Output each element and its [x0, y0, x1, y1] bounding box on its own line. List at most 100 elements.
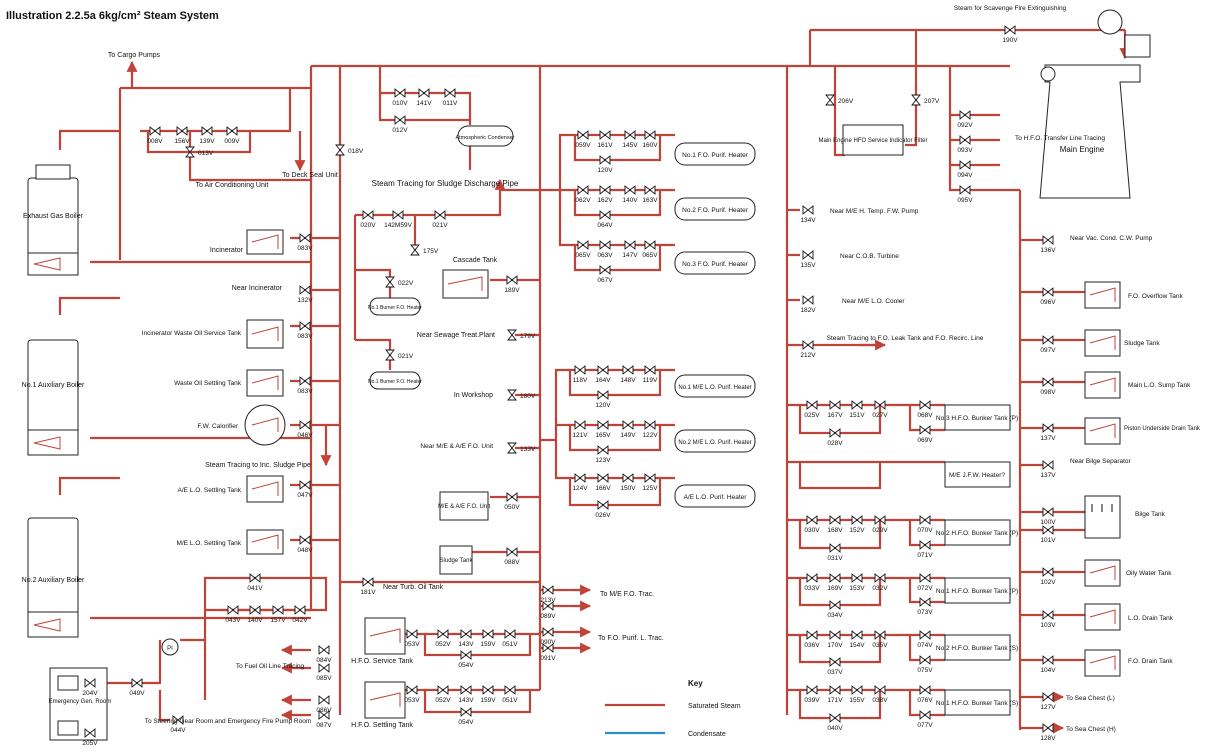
valve-label: 009V	[224, 138, 240, 145]
valve-v052a-icon	[437, 629, 449, 639]
note-near-vac-cond: Near Vac. Cond. C.W. Pump	[1070, 235, 1153, 242]
note-near-bilge-sep: Near Bilge Separator	[1070, 458, 1132, 465]
valve-label: 137V	[1040, 472, 1056, 479]
valve-v038-icon	[874, 685, 886, 695]
valve-label: 022V	[398, 280, 414, 287]
label-bunker-2p: No.2 H.F.O. Bunker Tank (P)	[936, 530, 1018, 537]
valve-v143a-icon	[460, 629, 472, 639]
valve-v121-icon	[574, 420, 586, 430]
valve-symbols	[84, 25, 1054, 738]
valve-label: 092V	[957, 122, 973, 129]
valve-label: 155V	[849, 697, 865, 704]
valve-v030-icon	[806, 515, 818, 525]
valve-v140a-icon	[624, 185, 636, 195]
valve-label: 040V	[827, 725, 843, 732]
valve-v013-icon	[185, 146, 195, 158]
note-near-turb-oil: Near Turb. Oil Tank	[383, 584, 444, 591]
valve-label: 035V	[872, 642, 888, 649]
valve-label: 204V	[82, 690, 98, 697]
valve-v189-icon	[506, 275, 518, 285]
valve-v154-icon	[851, 630, 863, 640]
valve-label: 029V	[872, 527, 888, 534]
valve-label: 121V	[572, 432, 588, 439]
valve-label: 064V	[597, 222, 613, 229]
valve-v169-icon	[829, 573, 841, 583]
valve-label: 119V	[643, 377, 658, 384]
label-fo-purif-2: No.2 F.O. Purif. Heater	[682, 207, 749, 214]
valve-label: 156V	[174, 138, 190, 145]
label-oily-water: Oily Water Tank	[1126, 570, 1172, 577]
valve-label: 021V	[398, 353, 414, 360]
valve-v068-icon	[919, 400, 931, 410]
valve-label: 042V	[292, 617, 308, 624]
valve-v167-icon	[829, 400, 841, 410]
legend-heading: Key	[688, 679, 703, 688]
valve-label: 088V	[504, 559, 520, 566]
valve-label: 124V	[572, 485, 588, 492]
valve-v163-icon	[644, 185, 656, 195]
label-hfo-settling-tank: H.F.O. Settling Tank	[351, 722, 413, 729]
label-inc-waste-oil: Incinerator Waste Oil Service Tank	[142, 330, 242, 337]
valve-v125-icon	[644, 473, 656, 483]
valve-v090-icon	[542, 627, 554, 637]
legend-label-condensate: Condensate	[688, 731, 726, 738]
valve-v132-icon	[299, 285, 311, 295]
valve-v089-icon	[542, 601, 554, 611]
valve-label: 140V	[622, 197, 638, 204]
valve-v067-icon	[599, 265, 611, 275]
label-fo-purif-3: No.3 F.O. Purif. Heater	[682, 261, 749, 268]
label-main-lo-sump: Main L.O. Sump Tank	[1128, 382, 1191, 389]
valve-label: 048V	[297, 547, 313, 554]
valve-label: 067V	[597, 277, 613, 284]
valve-v104-icon	[1042, 655, 1054, 665]
valve-label: 053V	[404, 697, 420, 704]
valve-v011-icon	[444, 88, 456, 98]
valve-v120b-icon	[597, 390, 609, 400]
valve-v031-icon	[829, 543, 841, 553]
valve-label: 161V	[597, 142, 613, 149]
valve-v043-icon	[227, 605, 239, 615]
note-to-fuel-oil-tracing: To Fuel Oil Line Tracing	[236, 663, 305, 670]
valve-v164-icon	[597, 365, 609, 375]
label-emergency-gen-room: Emergency Gen. Room	[49, 699, 112, 705]
label-fo-drain: F.O. Drain Tank	[1128, 658, 1173, 665]
valve-v022-icon	[385, 276, 395, 288]
valve-v124-icon	[574, 473, 586, 483]
valve-v157-icon	[272, 605, 284, 615]
valve-label: 091V	[540, 655, 556, 662]
valve-v077-icon	[919, 710, 931, 720]
label-aux-boiler-1: No.1 Auxiliary Boiler	[22, 382, 85, 389]
valve-label: 120V	[595, 402, 611, 409]
valve-label: 170V	[827, 642, 843, 649]
valve-label: 166V	[595, 485, 611, 492]
valve-v098-icon	[1042, 377, 1054, 387]
valve-v190-icon	[1004, 25, 1016, 35]
valve-label: 046V	[297, 432, 313, 439]
valve-v020-icon	[362, 210, 374, 220]
valve-label: 159V	[480, 641, 496, 648]
label-aux-boiler-2: No.2 Auxiliary Boiler	[22, 577, 85, 584]
valve-v064-icon	[599, 210, 611, 220]
label-ae-lo-purif: A/E L.O. Purif. Heater	[684, 494, 748, 501]
note-steam-tracing-sludge: Steam Tracing for Sludge Discharge Pipe	[372, 179, 519, 188]
valve-v042-icon	[294, 605, 306, 615]
valve-label: 097V	[1040, 347, 1056, 354]
valve-v133-icon	[507, 442, 517, 454]
valve-v182-icon	[802, 295, 814, 305]
valve-label: 083V	[297, 333, 313, 340]
valve-label: 073V	[917, 609, 933, 616]
valve-label: 062V	[575, 197, 591, 204]
note-to-fo-purif-trac: To F.O. Purif. L. Trac.	[598, 635, 664, 642]
valve-label: 032V	[872, 585, 888, 592]
valve-label: 010V	[392, 100, 408, 107]
valve-label: 149V	[620, 432, 636, 439]
valve-label: 101V	[1040, 537, 1056, 544]
valve-v161-icon	[599, 130, 611, 140]
valve-label: 025V	[804, 412, 820, 419]
valve-label: 151V	[849, 412, 865, 419]
valve-label: 098V	[1040, 389, 1056, 396]
valve-v028-icon	[829, 428, 841, 438]
valve-v026-icon	[597, 500, 609, 510]
valve-v165-icon	[597, 420, 609, 430]
valve-v083a-icon	[299, 233, 311, 243]
